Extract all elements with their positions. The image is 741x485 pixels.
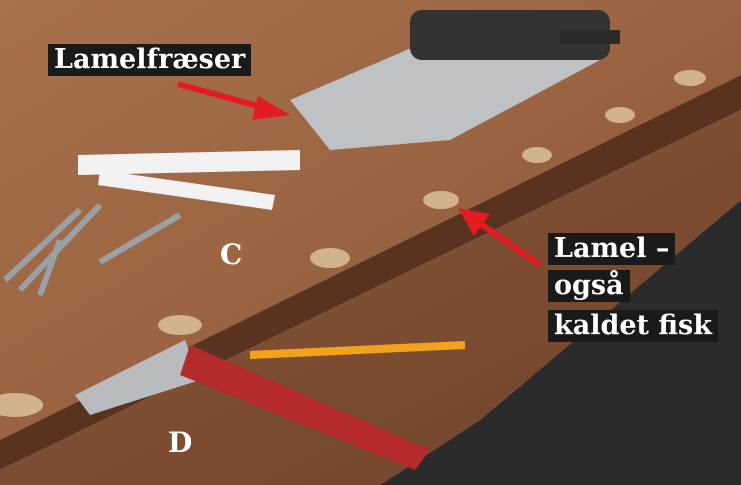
label-kaldet-fisk: kaldet fisk: [548, 310, 718, 342]
biscuit-joiner: [290, 10, 620, 150]
marker-c: C: [220, 238, 243, 271]
square-tool: [75, 340, 430, 470]
pencil: [249, 341, 466, 359]
arrow-tool: [177, 81, 290, 120]
label-lamel: Lamel –: [548, 233, 676, 265]
lower-board: [0, 110, 741, 485]
folding-ruler: [78, 150, 300, 210]
arrow-biscuit: [458, 208, 542, 268]
label-lamelfraeser: Lamelfræser: [48, 44, 252, 76]
marker-d: D: [168, 426, 193, 459]
clamps: [2, 202, 182, 297]
label-ogsaa: også: [548, 270, 630, 302]
bench-frame: [380, 200, 741, 485]
biscuits: [0, 70, 706, 417]
